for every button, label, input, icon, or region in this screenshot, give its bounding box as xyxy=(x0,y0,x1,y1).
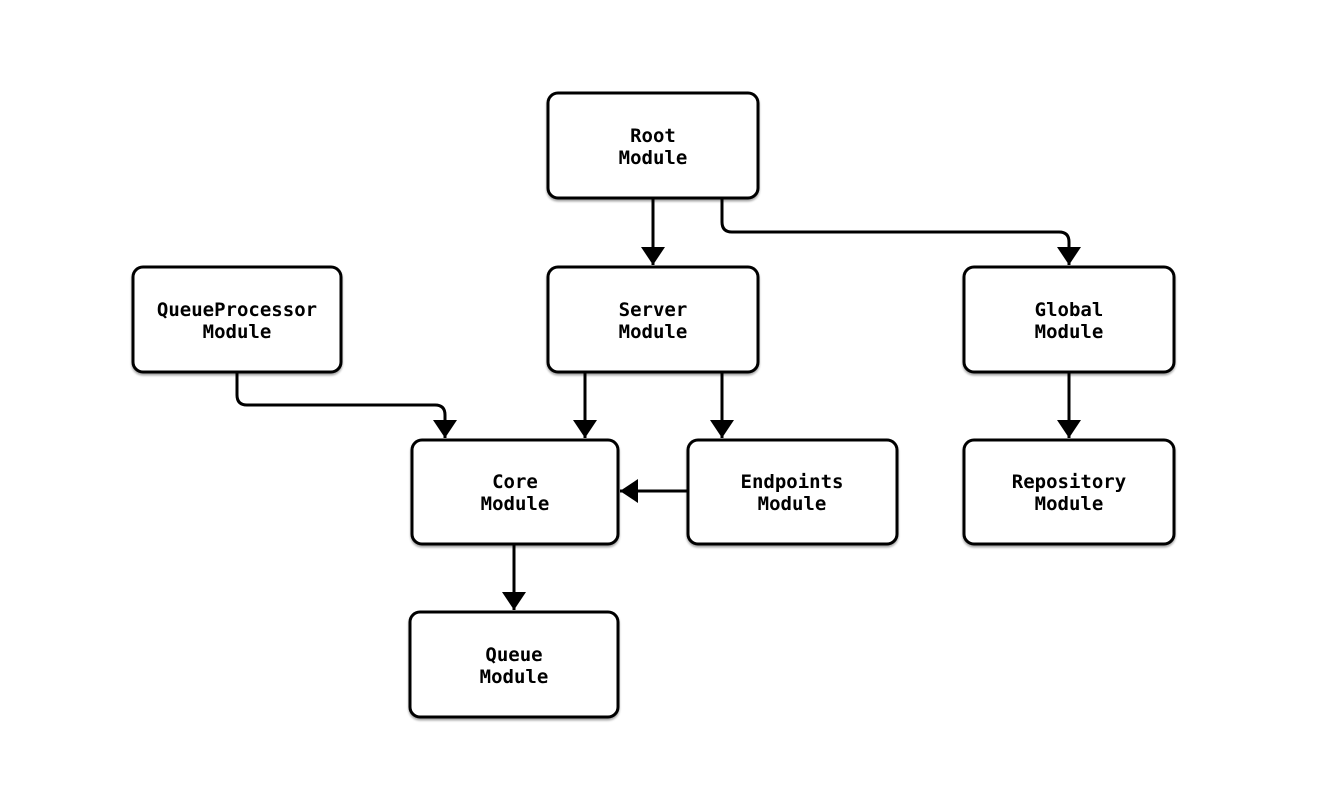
node-queue-module-label-line2: Module xyxy=(480,666,549,688)
node-queueprocessor-module-label-line2: Module xyxy=(203,321,272,343)
node-core-module-label-line2: Module xyxy=(481,493,550,515)
node-queueprocessor-module-label-line1: QueueProcessor xyxy=(157,299,317,321)
node-server-module-label-line1: Server xyxy=(619,299,688,321)
node-queueprocessor-module-box xyxy=(131,265,343,374)
node-queueprocessor-module: QueueProcessor Module xyxy=(131,265,343,374)
node-core-module-label-line1: Core xyxy=(492,471,538,493)
node-root-module-label-line2: Module xyxy=(619,147,688,169)
node-endpoints-module-label-line1: Endpoints xyxy=(741,471,844,493)
node-repository-module: Repository Module xyxy=(962,438,1176,546)
node-global-module-label-line2: Module xyxy=(1035,321,1104,343)
edge-layer xyxy=(235,198,1081,610)
node-core-module: Core Module xyxy=(410,438,620,546)
node-endpoints-module-box xyxy=(686,438,899,546)
node-queue-module: Queue Module xyxy=(408,610,620,719)
node-endpoints-module: Endpoints Module xyxy=(686,438,899,546)
node-repository-module-label-line2: Module xyxy=(1035,493,1104,515)
node-queue-module-box xyxy=(408,610,620,719)
node-server-module: Server Module xyxy=(546,265,760,374)
node-root-module-box xyxy=(546,91,760,200)
node-repository-module-box xyxy=(962,438,1176,546)
node-server-module-box xyxy=(546,265,760,374)
node-global-module: Global Module xyxy=(962,265,1176,374)
node-queue-module-label-line1: Queue xyxy=(485,644,542,666)
node-core-module-box xyxy=(410,438,620,546)
node-repository-module-label-line1: Repository xyxy=(1012,471,1126,493)
edge-queueprocessor-to-core xyxy=(235,372,457,438)
node-server-module-label-line2: Module xyxy=(619,321,688,343)
node-root-module-label-line1: Root xyxy=(630,125,676,147)
node-root-module: Root Module xyxy=(546,91,760,200)
node-global-module-label-line1: Global xyxy=(1035,299,1104,321)
edge-root-to-global xyxy=(720,198,1081,265)
node-global-module-box xyxy=(962,265,1176,374)
node-endpoints-module-label-line2: Module xyxy=(758,493,827,515)
